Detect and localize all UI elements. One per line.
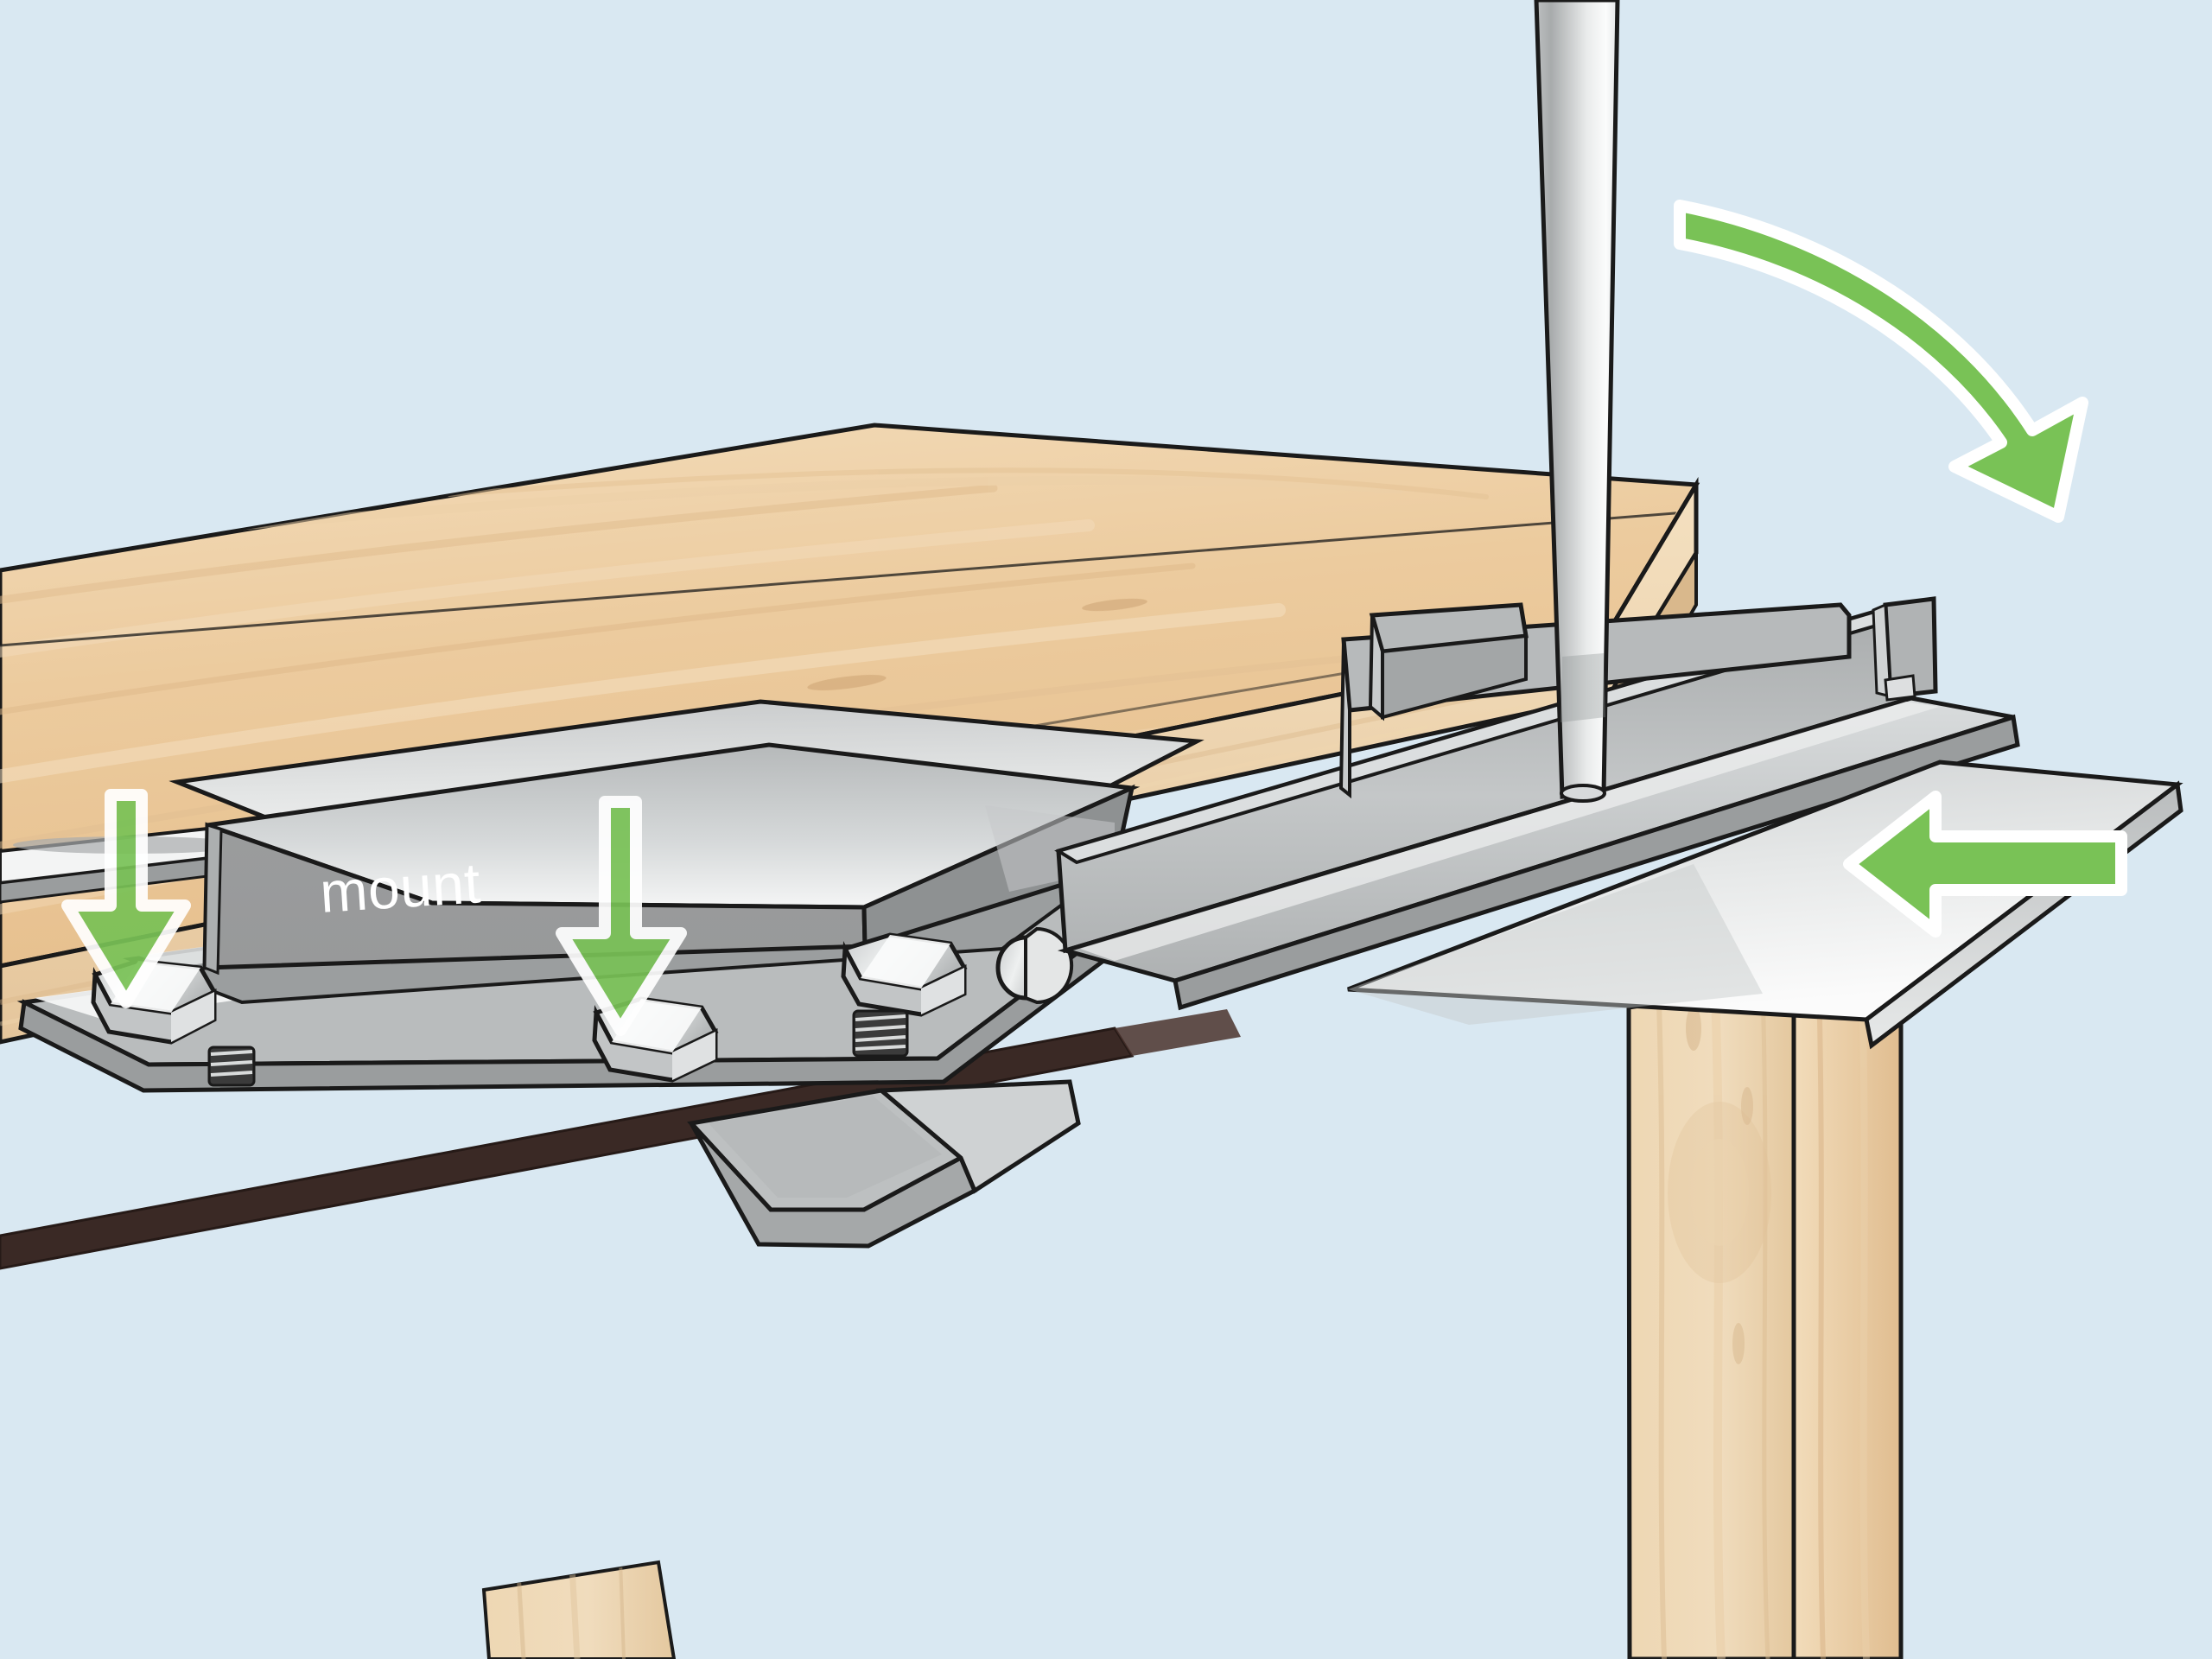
- mount-pivot-pin: [995, 926, 1074, 1005]
- pole-shadow: [1560, 653, 1605, 722]
- bolt-thread-shaft: [852, 1009, 909, 1058]
- v-bracket: [687, 1079, 1081, 1249]
- annotation-arrows: [61, 200, 2127, 1036]
- table-leg-rear-left: [481, 1560, 677, 1659]
- down-arrow-center: [556, 796, 687, 1036]
- down-arrow-left: [61, 789, 191, 1008]
- fence-right-stop: [1872, 596, 1938, 702]
- vertical-guide-pole: [1534, 0, 1620, 803]
- table-leg-front-right: [1626, 963, 1904, 1659]
- saw-kerf-slot: [0, 1009, 1241, 1270]
- hex-bolt-right: [841, 932, 968, 1017]
- left-arrow-right-plate: [1843, 791, 2127, 938]
- curved-swing-arrow: [1674, 200, 2088, 523]
- mount-block: [202, 742, 1141, 976]
- fence-left-block: [1368, 602, 1529, 721]
- bolt-thread-shaft-secondary: [207, 1046, 256, 1087]
